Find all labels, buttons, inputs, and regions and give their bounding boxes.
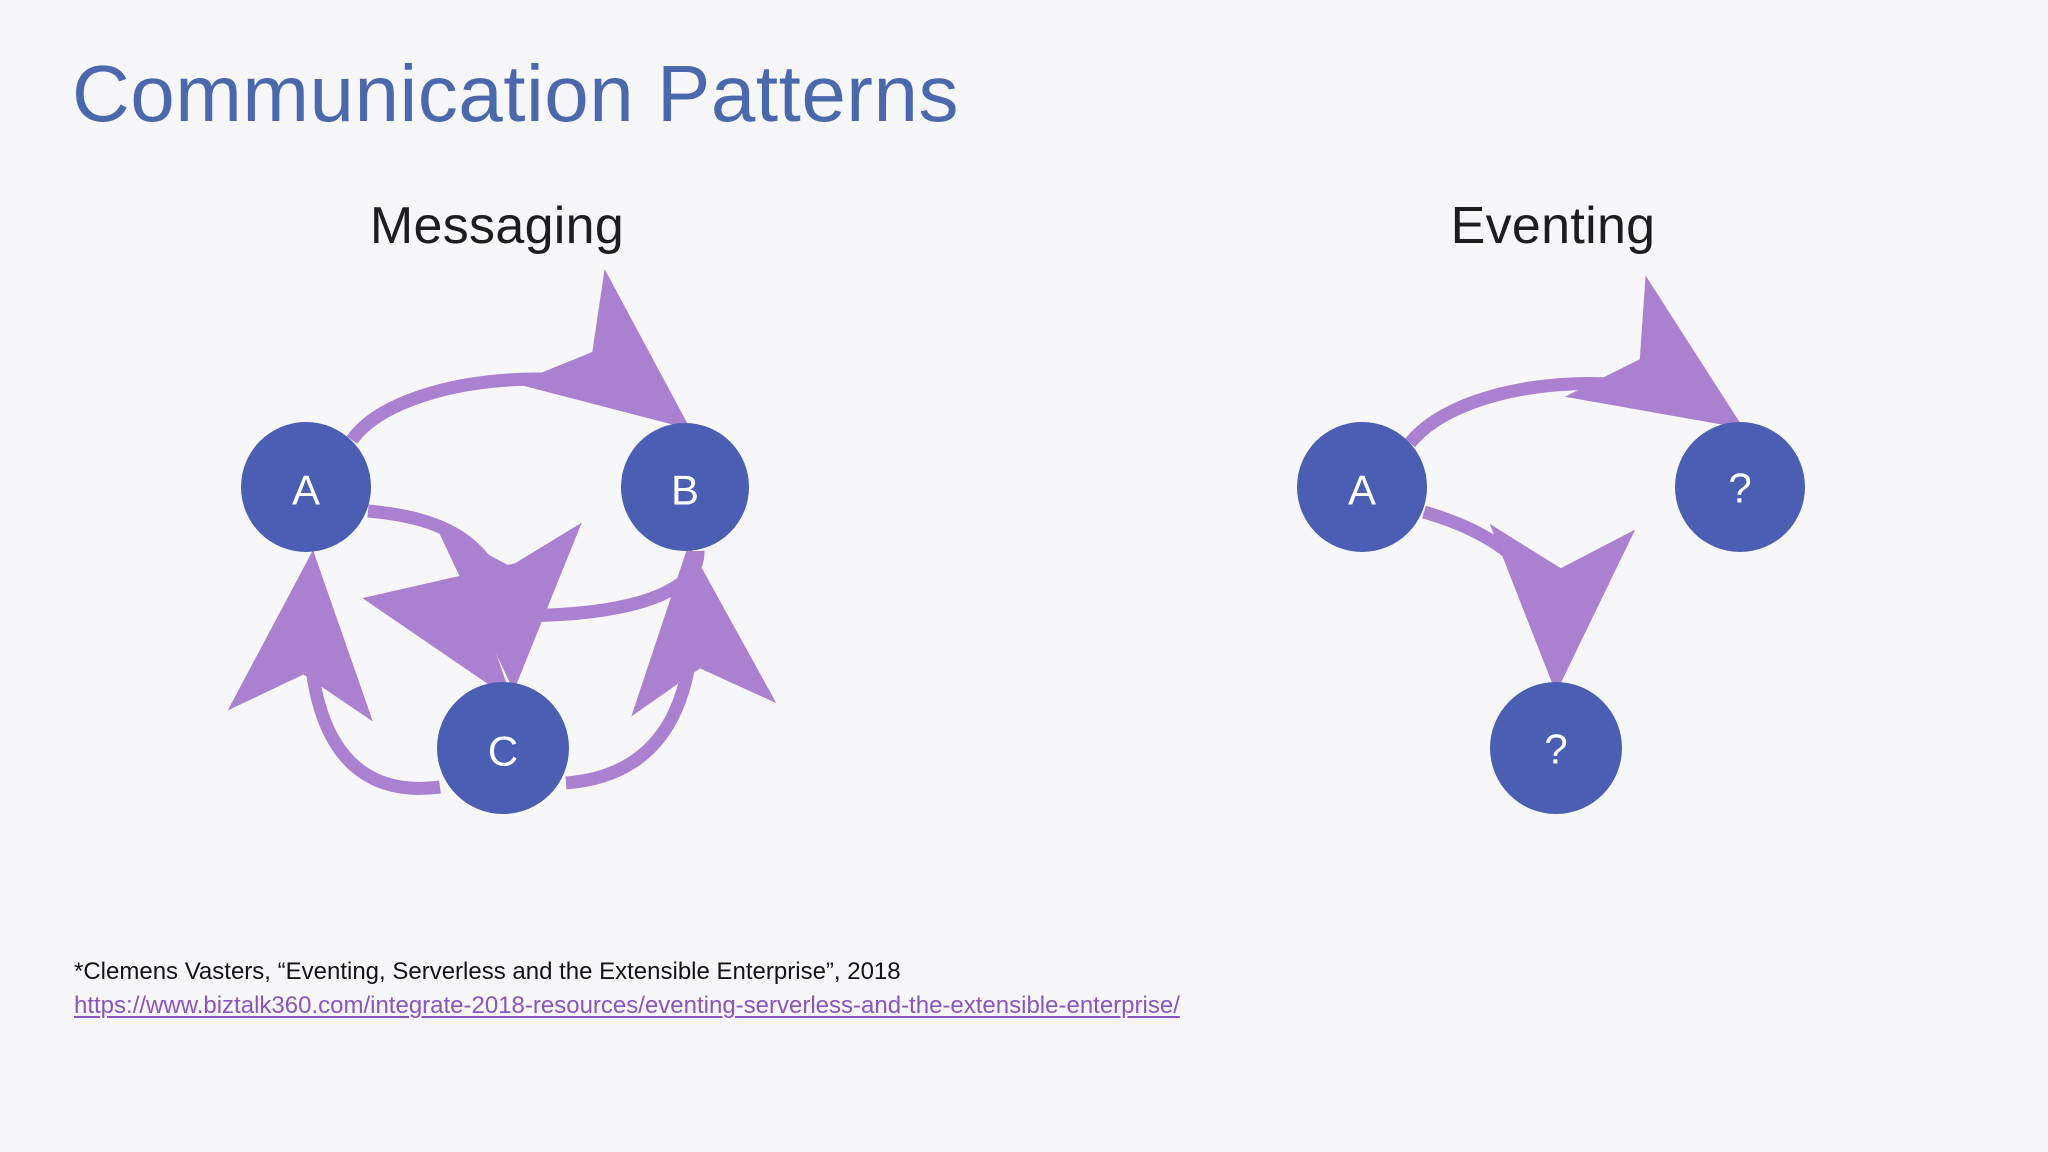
eventing-diagram: A ? ? [1297,275,1805,814]
node-b[interactable]: B [621,423,749,551]
node-b-circle[interactable] [621,423,749,551]
node-b-label: B [671,467,699,514]
edge-c-to-b [565,544,777,790]
messaging-edges [227,269,777,795]
eventing-edges [1404,275,1744,693]
eventing-nodes: A ? ? [1297,422,1805,814]
footnote: *Clemens Vasters, “Eventing, Serverless … [74,955,1180,1023]
node-a[interactable]: A [241,422,371,552]
footnote-citation: *Clemens Vasters, “Eventing, Serverless … [74,958,901,985]
node-c-label: C [488,728,518,775]
node-eventing-q2[interactable]: ? [1490,682,1622,814]
node-a-circle[interactable] [241,422,371,552]
edge-c-to-a [227,550,441,795]
node-c[interactable]: C [437,682,569,814]
panel-heading-messaging: Messaging [369,197,625,255]
node-eventing-q1-label: ? [1728,465,1751,512]
node-eventing-q2-label: ? [1544,726,1567,773]
node-eventing-q2-circle[interactable] [1490,682,1622,814]
page-title: Communication Patterns [72,49,959,138]
edge-a-to-q2 [1422,505,1636,693]
messaging-diagram: A B C [227,269,777,814]
edge-b-to-a [362,550,705,701]
node-eventing-a-label: A [1348,467,1376,514]
edge-a-to-b [346,269,691,445]
node-c-circle[interactable] [437,682,569,814]
node-eventing-a-circle[interactable] [1297,422,1427,552]
node-eventing-q1[interactable]: ? [1675,422,1805,552]
edge-a-to-q1 [1404,275,1744,448]
node-a-label: A [292,467,320,514]
node-eventing-q1-circle[interactable] [1675,422,1805,552]
messaging-nodes: A B C [241,422,749,814]
panel-heading-eventing: Eventing [1450,197,1656,255]
footnote-url-link[interactable]: https://www.biztalk360.com/integrate-201… [74,992,1180,1020]
edge-a-to-c [367,504,582,691]
node-eventing-a[interactable]: A [1297,422,1427,552]
